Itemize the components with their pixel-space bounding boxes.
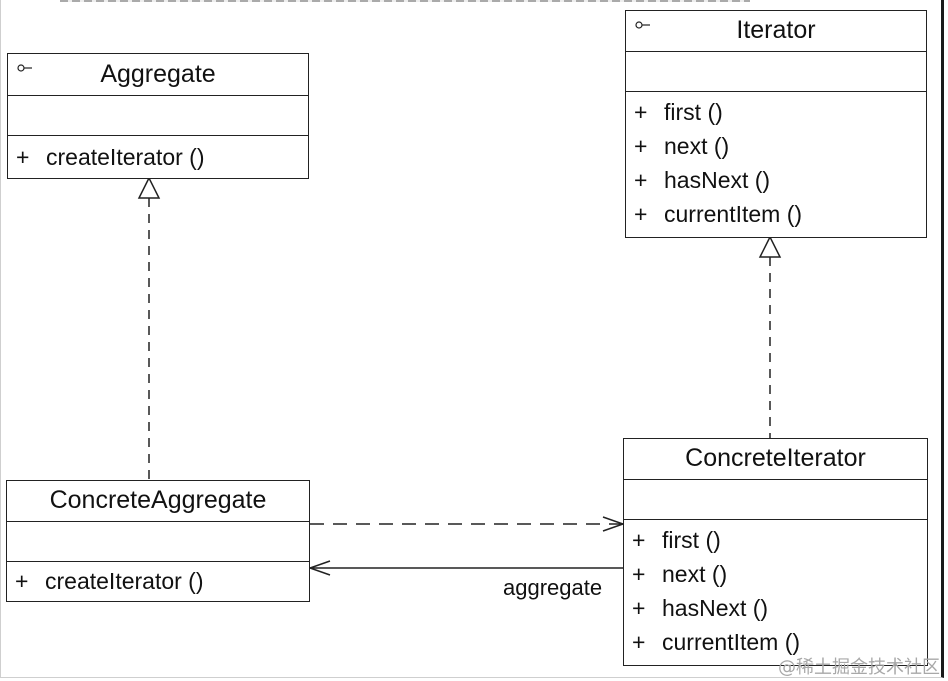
class-concrete-aggregate-header: ConcreteAggregate <box>7 481 309 522</box>
operation-visibility: + <box>634 132 648 159</box>
class-concrete-iterator-header: ConcreteIterator <box>624 439 927 480</box>
operation: + currentItem () <box>634 197 926 231</box>
class-iterator-name: Iterator <box>736 16 816 44</box>
class-iterator-attributes <box>626 52 926 92</box>
class-iterator-header: Iterator <box>626 11 926 52</box>
class-aggregate-header: Aggregate <box>8 54 308 96</box>
interface-icon <box>635 21 650 29</box>
association-label: aggregate <box>503 575 603 600</box>
operation-visibility: + <box>632 594 646 621</box>
class-iterator-operations: + first () + next () + hasNext () + curr… <box>626 92 926 231</box>
operation-signature: createIterator () <box>45 567 204 594</box>
operation-signature: first () <box>664 98 723 125</box>
class-aggregate: Aggregate + createIterator () <box>7 53 309 179</box>
class-aggregate-name: Aggregate <box>100 60 216 88</box>
class-iterator: Iterator + first () + next () + hasNext … <box>625 10 927 238</box>
operation-visibility: + <box>632 628 646 655</box>
class-concrete-aggregate: ConcreteAggregate + createIterator () <box>6 480 310 602</box>
class-concrete-aggregate-attributes <box>7 522 309 562</box>
class-aggregate-attributes <box>8 96 308 136</box>
operation-signature: createIterator () <box>46 143 205 170</box>
operation-signature: currentItem () <box>662 628 801 655</box>
operation-visibility: + <box>16 143 30 170</box>
operation-signature: next () <box>662 560 728 587</box>
operation: + first () <box>634 95 926 129</box>
operation: + currentItem () <box>632 625 927 659</box>
operation: + next () <box>634 129 926 163</box>
operation-visibility: + <box>634 166 648 193</box>
operation: + hasNext () <box>632 591 927 625</box>
operation-signature: currentItem () <box>664 200 803 227</box>
top-edge-strip <box>60 0 750 2</box>
operation-signature: next () <box>664 132 730 159</box>
operation-signature: hasNext () <box>664 166 771 193</box>
class-aggregate-operations: + createIterator () <box>8 136 308 173</box>
operation: + first () <box>632 523 927 557</box>
class-concrete-aggregate-operations: + createIterator () <box>7 562 309 597</box>
operation: + createIterator () <box>16 141 308 173</box>
realization-arrowhead-aggregate <box>137 176 161 199</box>
class-concrete-iterator: ConcreteIterator + first () + next () + … <box>623 438 928 666</box>
watermark-text: @稀土掘金技术社区 <box>778 657 940 678</box>
operation-visibility: + <box>634 98 648 125</box>
operation-visibility: + <box>634 200 648 227</box>
operation-signature: hasNext () <box>662 594 769 621</box>
association-arrowhead <box>307 560 331 576</box>
operation: + createIterator () <box>15 565 309 597</box>
operation-visibility: + <box>632 526 646 553</box>
class-concrete-iterator-attributes <box>624 480 927 520</box>
class-concrete-aggregate-name: ConcreteAggregate <box>49 486 267 514</box>
class-concrete-iterator-operations: + first () + next () + hasNext () + curr… <box>624 520 927 659</box>
operation: + next () <box>632 557 927 591</box>
operation-visibility: + <box>15 567 29 594</box>
operation-signature: first () <box>662 526 721 553</box>
operation-visibility: + <box>632 560 646 587</box>
class-concrete-iterator-name: ConcreteIterator <box>685 444 866 472</box>
realization-arrowhead-iterator <box>758 235 782 258</box>
operation: + hasNext () <box>634 163 926 197</box>
interface-icon <box>17 64 32 72</box>
